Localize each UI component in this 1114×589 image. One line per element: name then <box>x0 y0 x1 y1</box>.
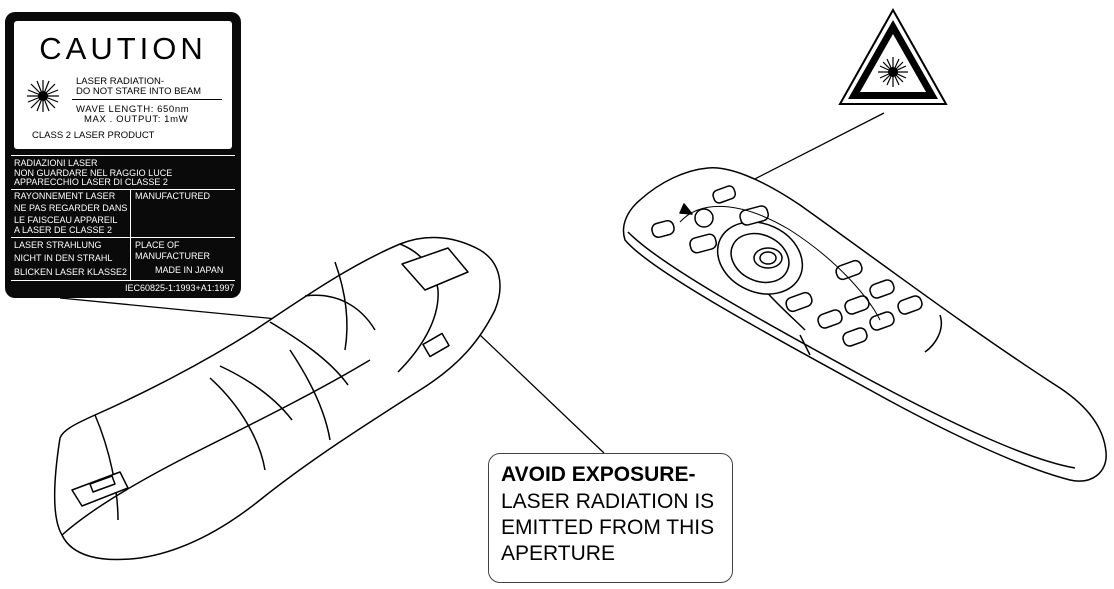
grid-rule <box>11 189 235 190</box>
grid-rule <box>11 280 235 281</box>
callout-line-2: EMITTED FROM THIS <box>501 516 715 539</box>
italian-text-2: NON GUARDARE NEL RAGGIO LUCE <box>14 168 173 178</box>
italian-text-3: APPARECCHIO LASER DI CLASSE 2 <box>14 177 168 187</box>
callout-line-1: LASER RADIATION IS <box>501 490 715 513</box>
caution-title: CAUTION <box>39 31 207 66</box>
callout-line-3: APERTURE <box>501 542 615 565</box>
place-text-1: PLACE OF <box>135 240 180 250</box>
grid-rule <box>11 155 235 156</box>
class-text: CLASS 2 LASER PRODUCT <box>32 130 155 141</box>
label-rule <box>72 99 222 100</box>
remote-control-side-view <box>53 236 501 561</box>
french-text-4: A LASER DE CLASSE 2 <box>14 225 113 235</box>
laser-warning-triangle-icon <box>838 7 948 105</box>
max-output-text: MAX . OUTPUT: 1mW <box>84 114 189 125</box>
callout-heading: AVOID EXPOSURE- <box>501 463 696 486</box>
french-text-1: RAYONNEMENT LASER <box>14 191 116 201</box>
radiation-line-2: DO NOT STARE INTO BEAM <box>76 86 202 97</box>
french-text-2: NE PAS REGARDER DANS <box>14 203 128 213</box>
caution-panel: CAUTION LASER RADIATION- DO NOT STARE IN… <box>14 21 232 149</box>
grid-rule <box>11 237 235 238</box>
german-text-1: LASER STRAHLUNG <box>14 240 102 250</box>
place-text-2: MANUFACTURER <box>135 251 211 261</box>
italian-text-1: RADIAZIONI LASER <box>14 158 98 168</box>
standard-text: IEC60825-1:1993+A1:1997 <box>125 283 235 293</box>
manufactured-text: MANUFACTURED <box>135 191 211 201</box>
french-text-3: LE FAISCEAU APPAREIL <box>14 215 118 225</box>
avoid-exposure-callout: AVOID EXPOSURE- LASER RADIATION IS EMITT… <box>488 453 733 583</box>
german-text-3: BLICKEN LASER KLASSE2 <box>14 267 128 277</box>
radiation-line-1: LASER RADIATION- <box>76 76 164 87</box>
laser-starburst-icon <box>27 80 59 112</box>
grid-rule <box>130 189 131 280</box>
wave-length-text: WAVE LENGTH: 650nm <box>76 104 190 115</box>
german-text-2: NICHT IN DEN STRAHL <box>14 253 113 263</box>
place-text-3: MADE IN JAPAN <box>155 265 224 275</box>
remote-control-top-view <box>622 167 1107 482</box>
caution-label: CAUTION LASER RADIATION- DO NOT STARE IN… <box>5 12 241 298</box>
leader-line-label <box>59 297 309 323</box>
